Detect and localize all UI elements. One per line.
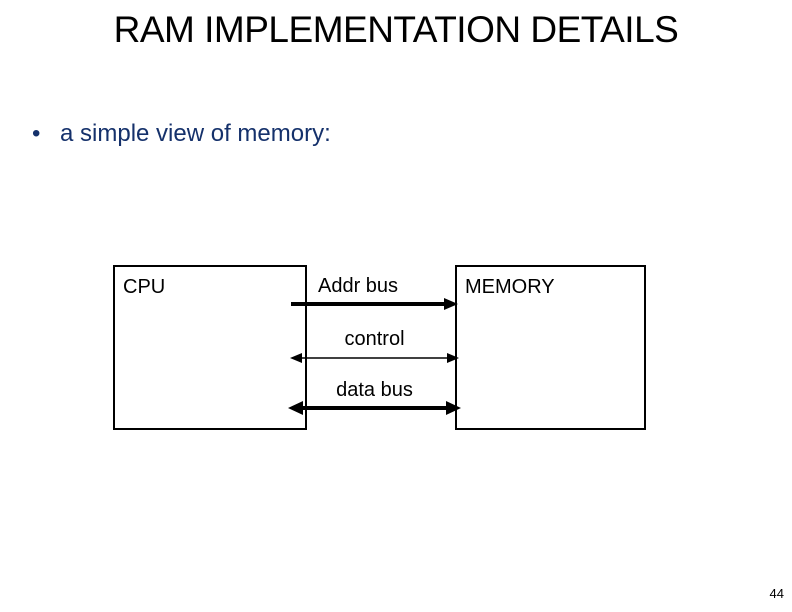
memory-block: MEMORY <box>455 265 646 430</box>
cpu-block: CPU <box>113 265 307 430</box>
bullet-item-label: a simple view of memory: <box>60 120 331 147</box>
bullet-list-item: • a simple view of memory: <box>32 119 331 149</box>
data-bus-label: data bus <box>336 379 413 401</box>
page-number: 44 <box>769 586 784 601</box>
page-title: RAM IMPLEMENTATION DETAILS <box>113 9 679 50</box>
data-bus-arrow <box>288 401 461 415</box>
addr-bus-label: Addr bus <box>318 275 399 297</box>
control-bus-label: control <box>344 328 405 350</box>
cpu-block-label: CPU <box>123 276 166 298</box>
bullet-marker-icon: • <box>32 120 41 147</box>
memory-block-label: MEMORY <box>465 276 555 298</box>
addr-bus-arrow <box>291 298 458 310</box>
control-bus-arrow <box>290 353 459 363</box>
